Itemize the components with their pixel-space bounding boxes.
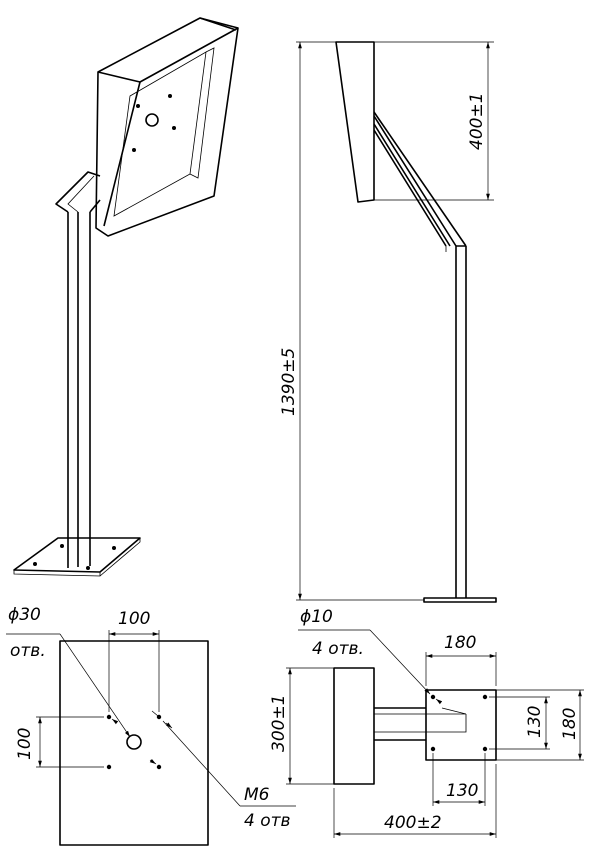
dim-spacing-100-v: 100 xyxy=(15,728,35,760)
side-view xyxy=(296,41,497,603)
dim-thread-m6: M6 xyxy=(244,785,270,805)
dim-housing-height: 300±1 xyxy=(269,694,289,752)
isometric-view xyxy=(13,17,239,577)
dim-screen-height: 400±1 xyxy=(467,92,487,150)
dim-phi10: ϕ10 xyxy=(300,607,333,627)
dim-plate-width: 180 xyxy=(444,633,476,653)
dim-reach: 400±2 xyxy=(384,813,442,833)
dim-plate-height: 180 xyxy=(560,708,580,740)
dim-hole-spacing-v: 130 xyxy=(525,706,545,738)
dim-holes-label-3: 4 отв. xyxy=(312,639,364,659)
dim-total-height: 1390±5 xyxy=(279,348,299,416)
dim-hole-spacing-h: 130 xyxy=(446,781,478,801)
dim-phi30: ϕ30 xyxy=(8,605,41,625)
base-plate-view xyxy=(6,630,296,846)
dim-spacing-100-h: 100 xyxy=(118,609,150,629)
dim-holes-label-1: отв. xyxy=(10,641,46,661)
top-view xyxy=(286,629,584,838)
dim-holes-label-2: 4 отв xyxy=(244,811,291,831)
